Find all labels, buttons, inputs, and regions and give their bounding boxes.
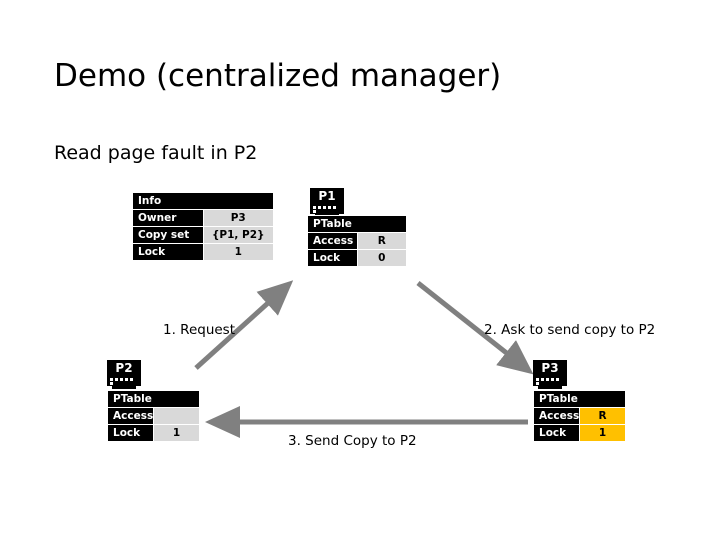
p1-table-header: PTable	[307, 215, 407, 233]
manager-table-header: Info	[132, 192, 274, 210]
computer-icon	[536, 377, 564, 385]
p2-lock-value: 1	[153, 424, 200, 442]
table-row: Lock 1	[107, 424, 200, 442]
arrow-label-step3: 3. Send Copy to P2	[288, 433, 417, 449]
p2-lock-label: Lock	[107, 424, 154, 442]
manager-lock-value: 1	[202, 243, 274, 261]
p2-page-table: PTable Access Lock 1	[107, 390, 200, 442]
manager-info-table: Info Owner P3 Copy set {P1, P2} Lock 1	[132, 192, 274, 261]
computer-icon	[313, 205, 341, 213]
p1-access-value: R	[356, 232, 407, 250]
table-row: PTable	[533, 390, 626, 408]
p3-lock-label: Lock	[533, 424, 580, 442]
p3-lock-value: 1	[579, 424, 626, 442]
node-p3: P3	[533, 360, 567, 389]
p2-access-value	[153, 407, 200, 425]
table-row: Info	[132, 192, 274, 210]
table-row: Lock 0	[307, 249, 407, 267]
p2-access-label: Access	[107, 407, 154, 425]
p3-access-value: R	[579, 407, 626, 425]
p3-page-table: PTable Access R Lock 1	[533, 390, 626, 442]
node-p1-label: P1	[318, 189, 336, 203]
manager-lock-label: Lock	[132, 243, 204, 261]
manager-copyset-value: {P1, P2}	[202, 226, 274, 244]
arrow-label-step2: 2. Ask to send copy to P2	[484, 322, 656, 338]
p3-table-header: PTable	[533, 390, 626, 408]
slide-subtitle: Read page fault in P2	[54, 142, 258, 164]
p2-table-header: PTable	[107, 390, 200, 408]
table-row: Lock 1	[132, 243, 274, 261]
node-p1: P1	[310, 188, 344, 217]
manager-owner-label: Owner	[132, 209, 204, 227]
table-row: PTable	[107, 390, 200, 408]
node-stand	[538, 386, 562, 389]
p1-lock-value: 0	[356, 249, 407, 267]
table-row: Access R	[533, 407, 626, 425]
arrow-label-step1: 1. Request	[163, 322, 236, 338]
table-row: Copy set {P1, P2}	[132, 226, 274, 244]
p1-page-table: PTable Access R Lock 0	[307, 215, 407, 267]
table-row: Owner P3	[132, 209, 274, 227]
manager-copyset-label: Copy set	[132, 226, 204, 244]
p1-access-label: Access	[307, 232, 358, 250]
page-title: Demo (centralized manager)	[54, 58, 502, 94]
node-p3-label: P3	[541, 361, 559, 375]
table-row: Access R	[307, 232, 407, 250]
node-p2-label: P2	[115, 361, 133, 375]
computer-icon	[110, 377, 138, 385]
manager-owner-value: P3	[202, 209, 274, 227]
node-stand	[112, 386, 136, 389]
node-p2: P2	[107, 360, 141, 389]
p3-access-label: Access	[533, 407, 580, 425]
table-row: Lock 1	[533, 424, 626, 442]
table-row: Access	[107, 407, 200, 425]
table-row: PTable	[307, 215, 407, 233]
p1-lock-label: Lock	[307, 249, 358, 267]
